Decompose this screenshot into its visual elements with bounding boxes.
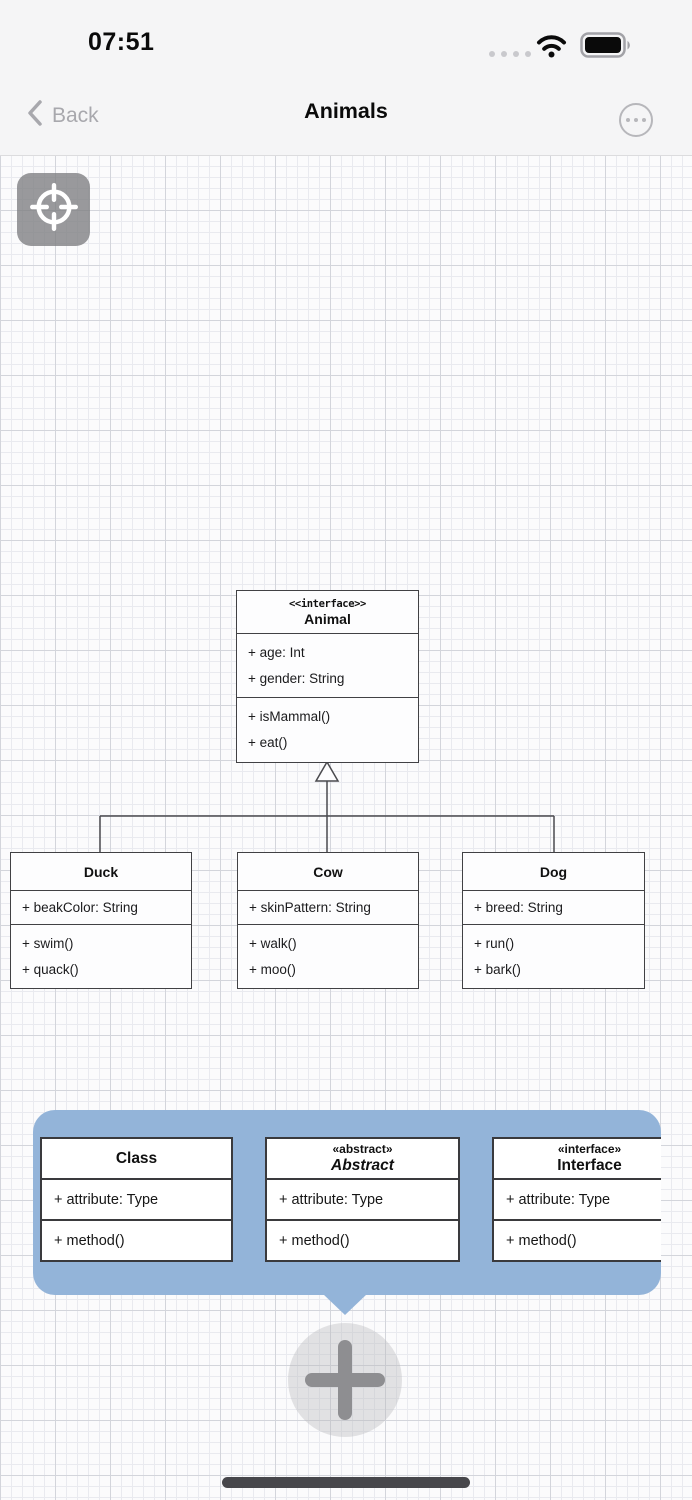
locate-button[interactable] — [17, 173, 90, 246]
ellipsis-icon — [625, 117, 631, 123]
attributes-compartment: + beakColor: String — [11, 891, 191, 925]
template-header: «abstract» Abstract — [267, 1139, 458, 1180]
stereotype-label: <<interface>> — [289, 597, 366, 610]
template-header: «interface» Interface — [494, 1139, 661, 1180]
add-shape-button[interactable] — [288, 1323, 402, 1437]
class-header: Dog — [463, 853, 644, 891]
method-row: + run() — [474, 936, 515, 951]
methods-compartment: + swim() + quack() — [11, 925, 191, 988]
class-box-cow[interactable]: Cow + skinPattern: String + walk() + moo… — [237, 852, 419, 989]
class-box-animal[interactable]: <<interface>> Animal + age: Int + gender… — [236, 590, 419, 763]
template-method-row: + method() — [54, 1232, 125, 1249]
method-row: + isMammal() — [248, 709, 331, 725]
stereotype-label: «abstract» — [332, 1142, 393, 1157]
attribute-row: + beakColor: String — [22, 899, 138, 915]
class-name: Dog — [539, 863, 568, 880]
cellular-signal-icon — [489, 51, 531, 57]
chevron-left-icon — [26, 98, 44, 133]
attributes-compartment: + skinPattern: String — [238, 891, 418, 925]
attribute-row: + age: Int — [248, 645, 305, 660]
template-header: Class — [42, 1139, 231, 1180]
template-name: Interface — [557, 1156, 622, 1174]
wifi-icon — [536, 33, 567, 63]
class-header: <<interface>> Animal — [237, 591, 418, 634]
method-row: + swim() — [22, 936, 74, 951]
methods-compartment: + isMammal() + eat() — [237, 698, 418, 762]
attribute-row: + gender: String — [248, 670, 345, 686]
attributes-compartment: + age: Int + gender: String — [237, 634, 418, 698]
template-method-row: + method() — [506, 1232, 577, 1249]
shape-palette-popup: Class + attribute: Type + method() «abst… — [33, 1110, 661, 1295]
stereotype-label: «interface» — [557, 1142, 622, 1157]
template-interface[interactable]: «interface» Interface + attribute: Type … — [492, 1137, 661, 1262]
template-name: Abstract — [331, 1156, 394, 1174]
class-header: Cow — [238, 853, 418, 891]
methods-compartment: + walk() + moo() — [238, 925, 418, 988]
palette-pointer-tail — [323, 1294, 367, 1315]
page-title: Animals — [304, 99, 388, 123]
template-method-row: + method() — [279, 1232, 350, 1249]
attribute-row: + breed: String — [474, 899, 563, 915]
template-attribute-row: + attribute: Type — [42, 1180, 231, 1221]
method-row: + walk() — [249, 936, 297, 951]
top-chrome: 07:51 Back Animals — [0, 0, 692, 156]
class-box-dog[interactable]: Dog + breed: String + run() + bark() — [462, 852, 645, 989]
template-class[interactable]: Class + attribute: Type + method() — [40, 1137, 233, 1262]
template-abstract[interactable]: «abstract» Abstract + attribute: Type + … — [265, 1137, 460, 1262]
method-row: + quack() — [22, 961, 79, 977]
class-name: Cow — [313, 863, 343, 880]
status-time: 07:51 — [88, 28, 155, 56]
methods-compartment: + run() + bark() — [463, 925, 644, 988]
crosshair-icon — [25, 178, 83, 241]
template-name: Class — [115, 1149, 158, 1167]
method-row: + bark() — [474, 961, 521, 977]
home-indicator[interactable] — [222, 1477, 470, 1488]
more-options-button[interactable] — [619, 103, 653, 137]
battery-icon — [580, 32, 632, 64]
nav-bar: Back Animals — [0, 90, 692, 154]
class-name: Animal — [304, 610, 351, 627]
class-name: Duck — [83, 863, 119, 880]
back-label: Back — [52, 103, 99, 127]
template-attribute-row: + attribute: Type — [494, 1180, 661, 1221]
method-row: + moo() — [249, 961, 296, 977]
template-attribute-row: + attribute: Type — [267, 1180, 458, 1221]
attribute-row: + skinPattern: String — [249, 899, 371, 915]
attributes-compartment: + breed: String — [463, 891, 644, 925]
back-button[interactable]: Back — [26, 98, 99, 133]
method-row: + eat() — [248, 735, 288, 751]
class-header: Duck — [11, 853, 191, 891]
class-box-duck[interactable]: Duck + beakColor: String + swim() + quac… — [10, 852, 192, 989]
